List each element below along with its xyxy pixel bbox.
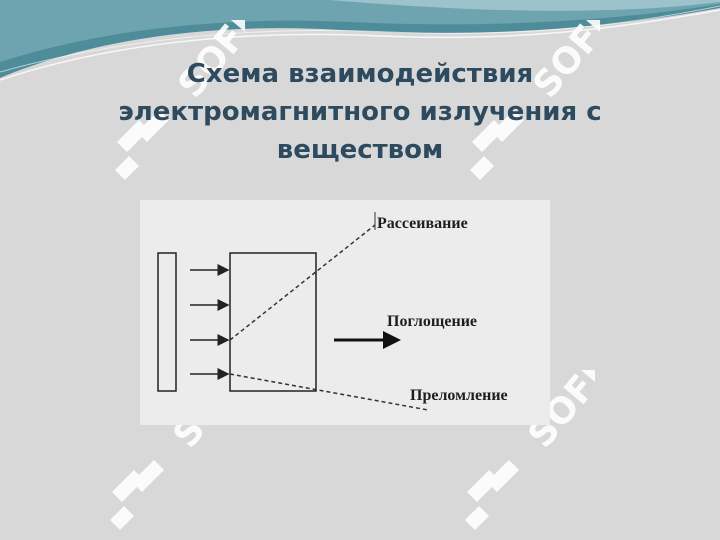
slide-title-line-1: Схема взаимодействия [186,59,534,89]
scattering-path [229,224,376,341]
slide-title: Схема взаимодействия электромагнитного и… [60,55,660,169]
header-wave-decoration [0,0,720,81]
refraction-path [229,373,429,411]
label-absorption: Поглощение [387,313,477,330]
diagram-panel [140,200,550,425]
substance-box [229,252,317,392]
radiation-source-plate [157,252,177,392]
slide-title-line-3: веществом [276,135,444,165]
label-scattering: Рассеивание [377,215,468,232]
slide-title-line-2: электромагнитного излучения с [118,97,602,127]
label-refraction: Преломление [410,387,508,404]
